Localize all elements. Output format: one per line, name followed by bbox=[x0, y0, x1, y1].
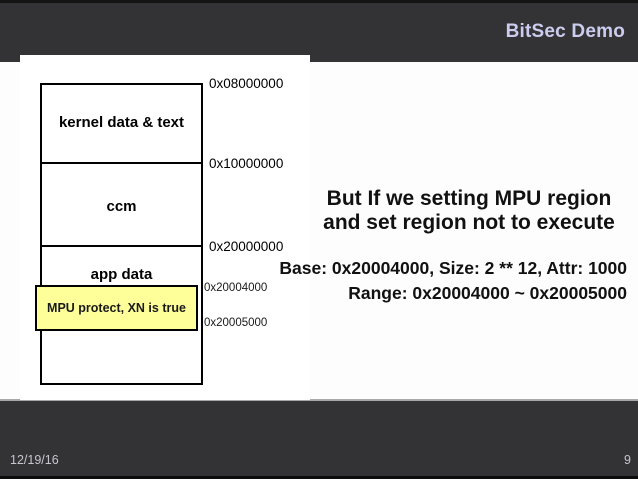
mpu-protect-label: MPU protect, XN is true bbox=[47, 301, 186, 315]
address-0x10000000: 0x10000000 bbox=[209, 156, 284, 171]
mpu-protect-highlight-box: MPU protect, XN is true bbox=[35, 285, 198, 331]
region-label-kernel: kernel data & text bbox=[58, 114, 185, 131]
range-line: Range: 0x20004000 ~ 0x20005000 bbox=[348, 283, 627, 303]
slide-date: 12/19/16 bbox=[10, 453, 59, 467]
header-bar: BitSec Demo bbox=[0, 0, 638, 62]
top-border-strip bbox=[0, 0, 638, 3]
address-0x20004000: 0x20004000 bbox=[204, 282, 268, 294]
mpu-config-text: Base: 0x20004000, Size: 2 ** 12, Attr: 1… bbox=[227, 256, 627, 306]
footer-bar: 12/19/16 9 bbox=[0, 399, 638, 476]
address-0x20005000: 0x20005000 bbox=[204, 317, 268, 329]
heading-line-2: and set region not to execute bbox=[323, 211, 615, 234]
address-0x20000000: 0x20000000 bbox=[209, 239, 284, 254]
slide-title: BitSec Demo bbox=[505, 21, 625, 42]
region-divider-ccm-appdata bbox=[40, 245, 203, 247]
slide-heading: But If we setting MPU region and set reg… bbox=[299, 187, 638, 235]
region-divider-kernel-ccm bbox=[40, 162, 203, 164]
memory-map-outline bbox=[40, 83, 203, 385]
region-label-ccm: ccm bbox=[106, 198, 137, 215]
bottom-border-strip bbox=[0, 476, 638, 479]
address-0x08000000: 0x08000000 bbox=[209, 76, 284, 91]
heading-line-1: But If we setting MPU region bbox=[326, 187, 612, 210]
base-size-attr-line: Base: 0x20004000, Size: 2 ** 12, Attr: 1… bbox=[279, 258, 627, 278]
region-label-app-data: app data bbox=[90, 266, 153, 283]
slide-page-number: 9 bbox=[624, 453, 631, 467]
